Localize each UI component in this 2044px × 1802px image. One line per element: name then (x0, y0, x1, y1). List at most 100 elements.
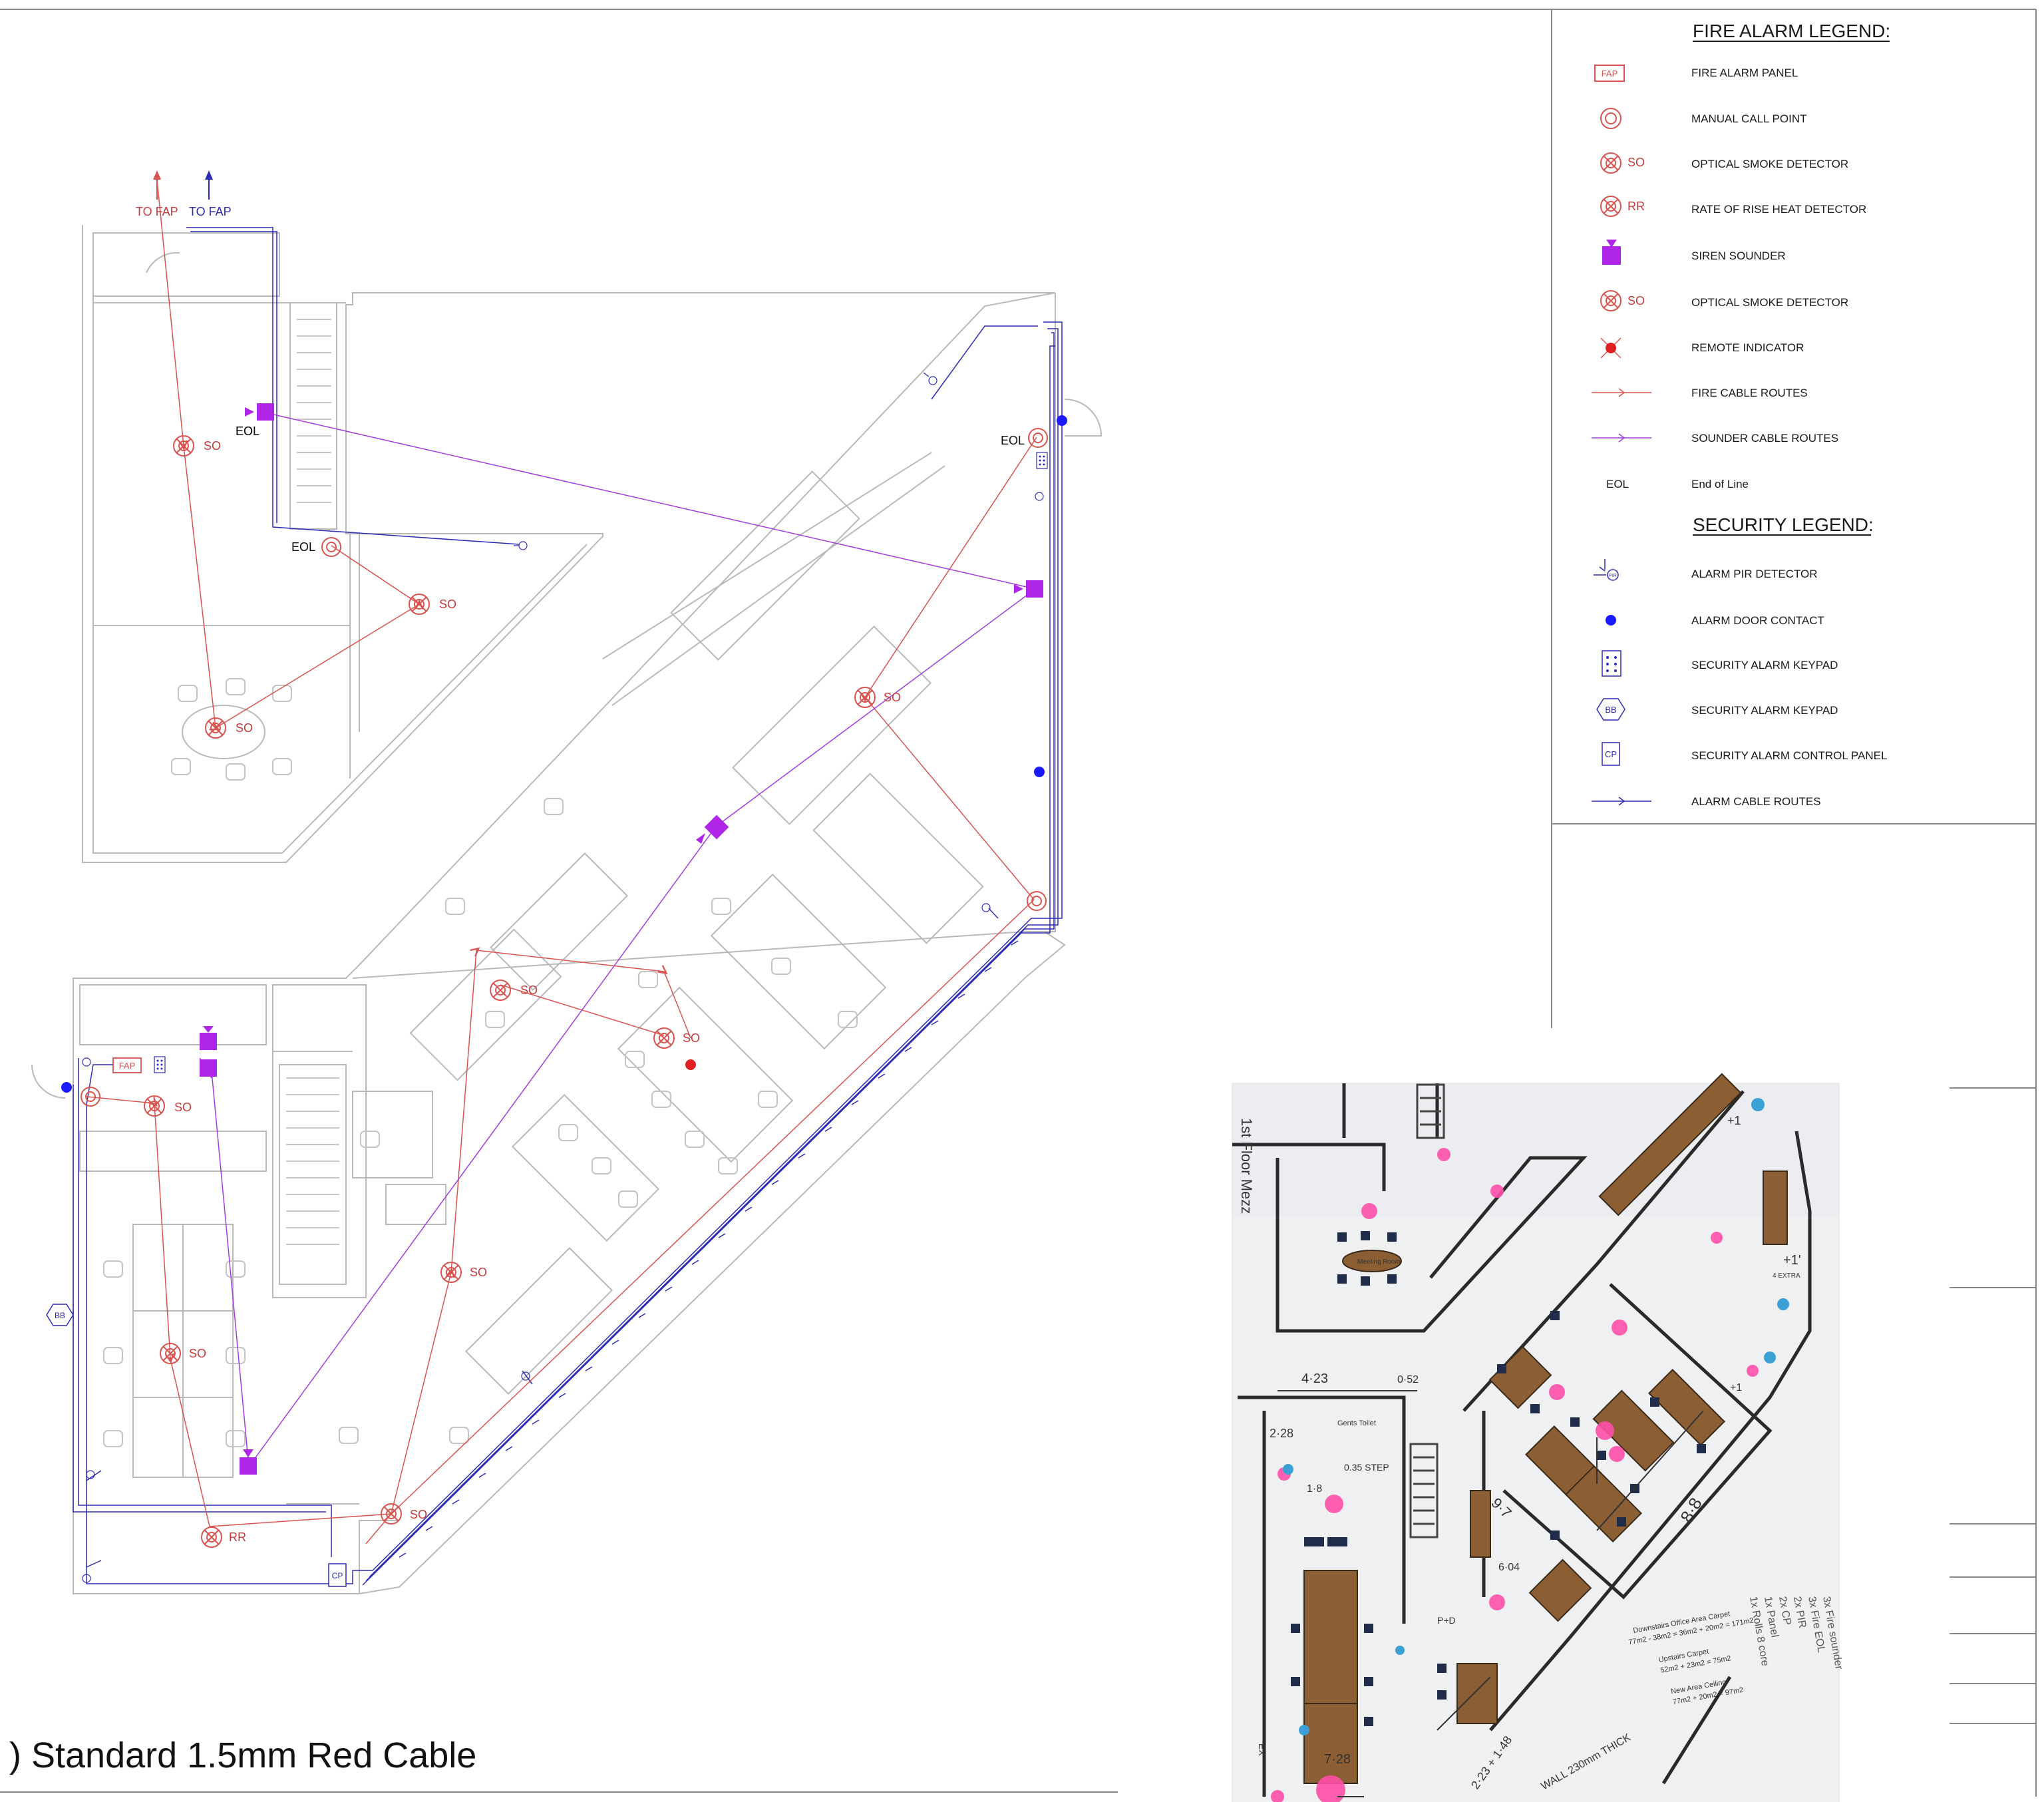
svg-text:FAP: FAP (1602, 69, 1618, 79)
door-contact-icon (61, 1082, 72, 1093)
alarm-cable-routes (73, 227, 1063, 1586)
svg-text:1st Floor Mezz: 1st Floor Mezz (1238, 1118, 1255, 1214)
heat-detector-icon (1600, 196, 1621, 217)
legend-siren-sounder: SIREN SOUNDER (1691, 250, 1786, 262)
siren-sounder-icon (240, 1449, 257, 1475)
smoke-detector-icon (409, 594, 430, 615)
svg-text:7·28: 7·28 (1324, 1752, 1351, 1767)
control-panel-icon: CP (1602, 742, 1620, 766)
legend-end-of-line: End of Line (1691, 478, 1749, 490)
svg-text:CP: CP (332, 1571, 343, 1580)
legend-security-alarm-keypad: SECURITY ALARM KEYPAD (1691, 659, 1838, 671)
smoke-detector-icon (144, 1095, 165, 1117)
svg-text:SO: SO (410, 1508, 427, 1521)
door-contacts (61, 415, 1067, 1093)
svg-text:SO: SO (204, 439, 221, 452)
smoke-detectors (144, 435, 876, 1548)
smoke-detector-icon (173, 435, 194, 456)
svg-text:BB: BB (1605, 705, 1616, 715)
legend-alarm-cable-routes: ALARM CABLE ROUTES (1691, 795, 1821, 808)
pir-detector-icon (1594, 559, 1619, 581)
lower-stairs (286, 1077, 339, 1245)
svg-text:SO: SO (1627, 156, 1645, 169)
legend-alarm-door-contact: ALARM DOOR CONTACT (1691, 614, 1824, 627)
door-contact-icon (1606, 615, 1616, 626)
siren-sounders (200, 403, 1043, 1475)
smoke-detector-icon (205, 717, 226, 739)
keypad-icon (1036, 452, 1048, 469)
smoke-detector-icon (381, 1503, 402, 1525)
to-fap-red-label: TO FAP (136, 205, 178, 218)
fire-cable-route-icon (1592, 388, 1651, 397)
smoke-detector-icon (160, 1343, 181, 1364)
svg-text:PIR: PIR (1609, 574, 1617, 578)
manual-call-point-icon (321, 537, 341, 557)
control-panel-icon: CP (328, 1563, 347, 1587)
door-contact-icon (1057, 415, 1067, 426)
svg-text:0·52: 0·52 (1397, 1374, 1419, 1385)
pir-detector-icon (82, 372, 1044, 1583)
fire-legend-title: FIRE ALARM LEGEND: (1693, 21, 1890, 41)
svg-text:CP: CP (1605, 749, 1617, 759)
eol-label: EOL (236, 425, 259, 438)
svg-text:1·8: 1·8 (1307, 1483, 1322, 1495)
legend-fire-alarm-panel: FIRE ALARM PANEL (1691, 67, 1798, 79)
detector-tags: SO SO SO SO SO SO SO SO SO SO RR (174, 439, 901, 1544)
legend-fire-cable-routes: FIRE CABLE ROUTES (1691, 387, 1808, 399)
smoke-detector-icon (653, 1027, 675, 1049)
eol-label: EOL (1001, 434, 1025, 447)
to-fap-arrows: TO FAP TO FAP (136, 170, 232, 218)
door-contact-icon (1034, 767, 1045, 777)
svg-text:SO: SO (520, 984, 538, 997)
legend-optical-smoke-detector: OPTICAL SMOKE DETECTOR (1691, 158, 1848, 170)
manual-call-point-icon (1600, 108, 1621, 129)
svg-text:RR: RR (1627, 200, 1645, 213)
hand-marked-plan-photo: 1st Floor Mezz Meeting Room Gents Toilet… (1232, 1073, 1844, 1802)
siren-sounder-icon (245, 403, 274, 421)
security-legend: SECURITY LEGEND: PIR ALARM PIR DETECTOR … (1592, 514, 1887, 808)
manual-call-point-icon (81, 1087, 100, 1107)
svg-text:BB: BB (55, 1311, 65, 1320)
legend-security-alarm-keypad-2: SECURITY ALARM KEYPAD (1691, 704, 1838, 717)
svg-text:+1': +1' (1783, 1253, 1801, 1268)
manual-call-point-icon (1027, 891, 1047, 911)
walls (31, 225, 1103, 1594)
heat-detector-icon (201, 1527, 222, 1548)
cable-note: ) Standard 1.5mm Red Cable (9, 1735, 476, 1775)
manual-call-point-icon (1028, 428, 1048, 448)
svg-text:Gents Toilet: Gents Toilet (1337, 1419, 1376, 1427)
svg-text:2·28: 2·28 (1270, 1427, 1293, 1440)
svg-text:SO: SO (439, 598, 456, 611)
sounder-cable-routes (199, 412, 1036, 1467)
security-devices: FAP BB CP (46, 372, 1048, 1587)
smoke-detector-icon (1600, 290, 1621, 311)
eol-symbol: EOL (1606, 478, 1629, 490)
drawing-frame (0, 9, 2037, 1797)
legend-alarm-pir-detector: ALARM PIR DETECTOR (1691, 568, 1818, 580)
fire-alarm-legend: FIRE ALARM LEGEND: FAP FIRE ALARM PANEL … (1592, 21, 1890, 490)
smoke-detector-icon (1600, 152, 1621, 174)
bb-keypad-icon: BB (46, 1304, 74, 1326)
siren-sounder-icon (1602, 240, 1621, 265)
svg-text:+1: +1 (1730, 1382, 1742, 1393)
siren-sounder-icon (200, 1059, 217, 1077)
fap-symbol-icon: FAP (1594, 65, 1625, 82)
upper-stairs (297, 319, 331, 503)
siren-sounder-icon (1014, 580, 1043, 598)
legend-security-control-panel: SECURITY ALARM CONTROL PANEL (1691, 749, 1887, 762)
siren-sounder-icon (696, 814, 729, 844)
to-fap-blue-label: TO FAP (189, 205, 232, 218)
svg-text:SO: SO (189, 1347, 206, 1360)
keypad-icon (1602, 650, 1621, 677)
svg-text:SO: SO (683, 1031, 700, 1045)
manual-call-points (81, 428, 1048, 1107)
svg-text:SO: SO (174, 1101, 192, 1114)
smoke-detector-icon (854, 687, 876, 708)
svg-text:0.35 STEP: 0.35 STEP (1344, 1462, 1389, 1473)
svg-text:FAP: FAP (119, 1061, 136, 1071)
alarm-cable-route-icon (1592, 797, 1651, 806)
svg-text:EX: EX (1257, 1743, 1268, 1756)
eol-label: EOL (291, 540, 315, 554)
svg-text:SO: SO (470, 1266, 487, 1279)
